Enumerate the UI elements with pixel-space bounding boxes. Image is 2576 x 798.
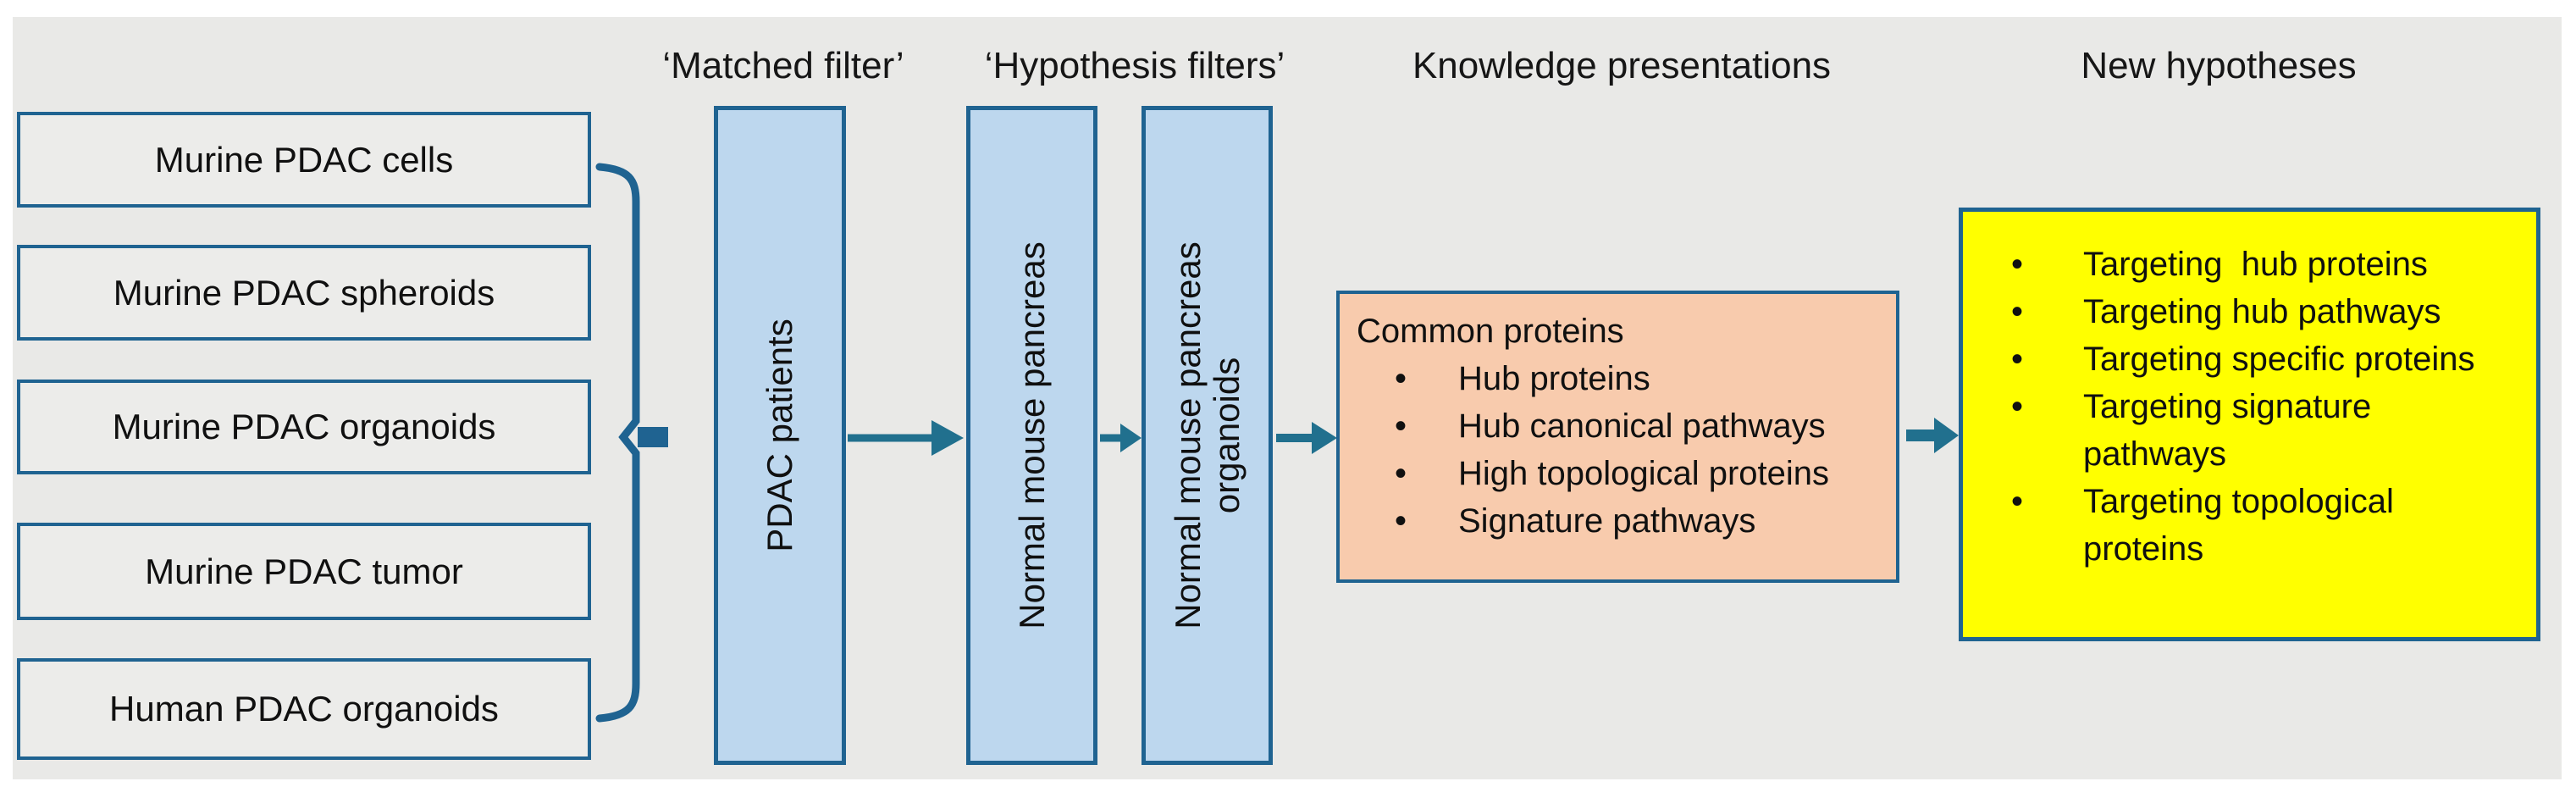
bullet-icon: • [1395, 360, 1407, 397]
bullet-icon: • [2011, 341, 2024, 378]
header-new-hypotheses: New hypotheses [2081, 45, 2357, 86]
bullet-item: • Hub proteins [1357, 355, 1884, 402]
source-box-murine-pdac-cells: Murine PDAC cells [17, 112, 591, 208]
knowledge-box: Common proteins • Hub proteins • Hub can… [1336, 291, 1899, 583]
bullet-item: • High topological proteins [1357, 450, 1884, 497]
bullet-item: • Targeting topological proteins [1963, 478, 2528, 573]
bullet-text: Targeting signature pathways [2083, 388, 2372, 473]
knowledge-box-title: Common proteins [1357, 313, 1624, 350]
bullet-icon: • [2011, 388, 2024, 425]
hypotheses-bullet-list: • Targeting hub proteins • Targeting hub… [1963, 241, 2528, 573]
knowledge-bullet-list: • Hub proteins • Hub canonical pathways … [1357, 355, 1884, 545]
bullet-item: • Targeting hub pathways [1963, 288, 2528, 335]
bullet-icon: • [2011, 483, 2024, 520]
filter-box-label: Normal mouse pancreas organoids [1167, 241, 1247, 629]
bullet-item: • Hub canonical pathways [1357, 402, 1884, 450]
bullet-text: Targeting hub pathways [2083, 293, 2441, 330]
hypotheses-box: • Targeting hub proteins • Targeting hub… [1959, 208, 2540, 641]
bullet-item: • Targeting specific proteins [1963, 335, 2528, 383]
bullet-item: • Signature pathways [1357, 497, 1884, 545]
bullet-icon: • [1395, 502, 1407, 540]
source-box-murine-pdac-spheroids: Murine PDAC spheroids [17, 245, 591, 341]
source-box-human-pdac-organoids: Human PDAC organoids [17, 658, 591, 760]
bullet-text: Targeting specific proteins [2083, 341, 2475, 378]
bullet-item: • Targeting signature pathways [1963, 383, 2528, 478]
source-box-murine-pdac-tumor: Murine PDAC tumor [17, 523, 591, 620]
source-box-label: Murine PDAC tumor [145, 551, 463, 591]
source-box-label: Human PDAC organoids [109, 689, 499, 729]
bullet-text: Targeting hub proteins [2083, 246, 2428, 283]
bullet-text: Signature pathways [1458, 502, 1756, 540]
filter-box-pdac-patients: PDAC patients [714, 106, 846, 765]
filter-box-normal-mouse-pancreas: Normal mouse pancreas [966, 106, 1097, 765]
source-box-label: Murine PDAC spheroids [113, 272, 495, 313]
bullet-icon: • [2011, 246, 2024, 283]
filter-box-normal-mouse-pancreas-organoids: Normal mouse pancreas organoids [1142, 106, 1273, 765]
filter-box-label: PDAC patients [760, 319, 799, 552]
bullet-text: Targeting topological proteins [2083, 483, 2394, 568]
source-box-label: Murine PDAC cells [154, 139, 454, 180]
bullet-text: Hub proteins [1458, 360, 1650, 397]
header-hypothesis-filters: ‘Hypothesis filters’ [984, 45, 1285, 86]
bullet-item: • Targeting hub proteins [1963, 241, 2528, 288]
source-box-murine-pdac-organoids: Murine PDAC organoids [17, 380, 591, 474]
bullet-icon: • [1395, 407, 1407, 445]
bullet-icon: • [2011, 293, 2024, 330]
header-knowledge-presentations: Knowledge presentations [1412, 45, 1832, 86]
source-box-label: Murine PDAC organoids [112, 407, 496, 446]
bullet-text: High topological proteins [1458, 455, 1830, 492]
bullet-icon: • [1395, 455, 1407, 492]
bullet-text: Hub canonical pathways [1458, 407, 1826, 445]
filter-box-label: Normal mouse pancreas [1011, 241, 1052, 629]
header-matched-filter: ‘Matched filter’ [662, 45, 904, 86]
